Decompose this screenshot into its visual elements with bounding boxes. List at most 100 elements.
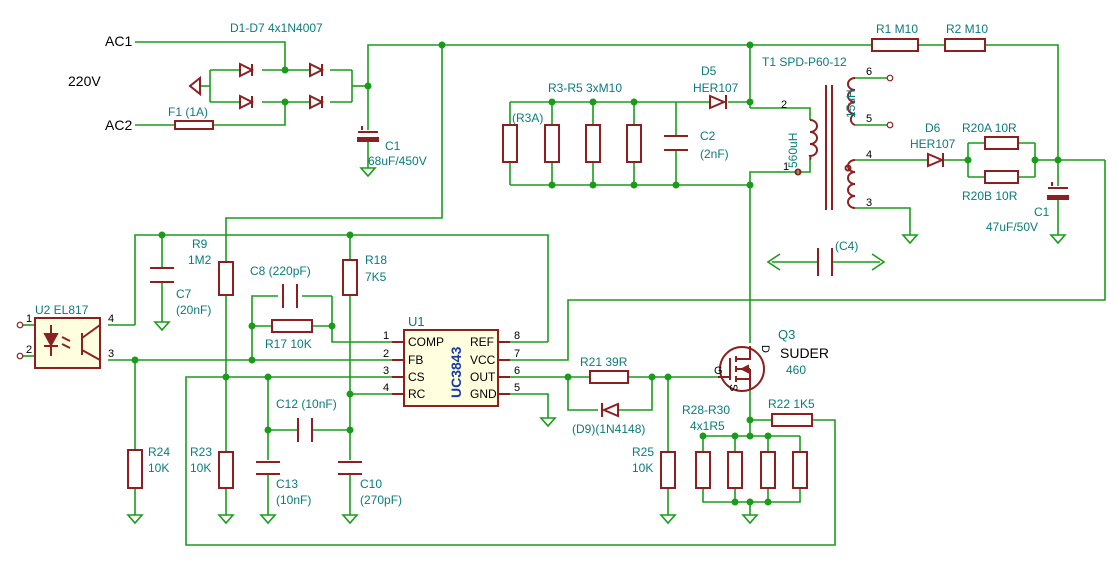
diode-d6: [927, 152, 945, 168]
label-r23-value: 10K: [190, 461, 211, 475]
label-c1-out-value: 47uF/50V: [986, 220, 1038, 234]
diode-d5: [709, 94, 727, 110]
ic-pin-number-1: 1: [383, 330, 389, 342]
ground-icon: [539, 417, 557, 428]
capacitor-c10: [338, 461, 362, 475]
label-r3a: (R3A): [512, 111, 543, 125]
label-r20a: R20A 10R: [962, 121, 1017, 135]
opto-pin2-terminal: [16, 352, 24, 360]
t1-pin-4: 4: [866, 149, 872, 161]
label-d6-value: HER107: [910, 137, 956, 151]
resistor-r31: [792, 451, 808, 489]
label-c7-value: (20nF): [176, 303, 211, 317]
label-r25-ref: R25: [632, 445, 654, 459]
resistor-r30: [760, 451, 776, 489]
arrow-left-icon: [766, 253, 781, 271]
label-c1-ref: C1: [385, 139, 401, 153]
label-r28-value: 4x1R5: [690, 419, 725, 433]
fuse-f1: [174, 120, 214, 130]
label-primary-inductance: 560uH: [786, 133, 800, 168]
ic-pin-number-7: 7: [514, 348, 520, 360]
resistor-r3a: [502, 124, 518, 163]
ic-pin-number-5: 5: [514, 382, 520, 394]
ic-pin-ref: REF: [470, 335, 494, 349]
t1-pin-6: 6: [866, 66, 872, 78]
junctions: [131, 41, 1062, 506]
ground-symbols: [126, 167, 1067, 525]
label-fuse: F1 (1A): [168, 105, 208, 119]
capacitor-c4: [766, 248, 886, 276]
resistor-r20a: [984, 136, 1019, 150]
ic-pin-number-6: 6: [514, 365, 520, 377]
label-d5-value: HER107: [693, 81, 739, 95]
ground-icon: [341, 514, 359, 525]
ground-icon: [741, 514, 759, 525]
ic-pin-comp: COMP: [408, 335, 444, 349]
label-c4: (C4): [835, 239, 858, 253]
capacitor-c12: [297, 418, 313, 442]
ic-pin-number-8: 8: [514, 330, 520, 342]
ic-uc3843: [392, 329, 510, 407]
capacitor-c7: [150, 267, 174, 283]
diode-d9: [601, 402, 619, 418]
ground-icon: [901, 234, 919, 245]
label-r24-ref: R24: [148, 445, 170, 459]
capacitor-c13: [256, 461, 280, 475]
opto-pin-4: 4: [108, 313, 114, 325]
ic-pin-rc: RC: [408, 387, 426, 401]
ground-icon: [217, 514, 235, 525]
label-r28-r30: R28-R30: [682, 403, 730, 417]
net-220v: 220V: [68, 73, 101, 89]
label-d9: (D9)(1N4148): [572, 422, 645, 436]
capacitor-c2: [664, 135, 688, 151]
arrow-right-icon: [871, 253, 886, 271]
label-c10-ref: C10: [360, 477, 382, 491]
ic-pin-number-3: 3: [383, 365, 389, 377]
resistor-r18: [342, 259, 358, 296]
label-r18-value: 7K5: [365, 270, 387, 284]
ic-part-number: UC3843: [448, 346, 464, 398]
ground-icon: [359, 167, 377, 178]
label-c10-value: (270pF): [360, 493, 402, 507]
ground-icon: [259, 514, 277, 525]
resistor-r23: [218, 451, 234, 489]
label-d6-ref: D6: [925, 121, 941, 135]
resistor-r2: [944, 38, 986, 52]
ground-icon: [153, 321, 171, 332]
ic-pin-out: OUT: [470, 370, 496, 384]
label-c2-ref: C2: [700, 129, 716, 143]
net-ac1: AC1: [105, 33, 132, 49]
resistor-r20b: [984, 170, 1019, 184]
label-d5-ref: D5: [701, 64, 717, 78]
t1-pin-2: 2: [781, 99, 787, 111]
label-r9-ref: R9: [192, 237, 208, 251]
label-c1-out-ref: C1: [1034, 205, 1050, 219]
label-secondary-inductance: 15uH: [844, 89, 858, 118]
t1-pin-3: 3: [866, 197, 872, 209]
label-r25-value: 10K: [632, 461, 653, 475]
opto-pin-3: 3: [108, 348, 114, 360]
resistor-r4: [585, 124, 601, 163]
t1-pin-5: 5: [866, 113, 872, 125]
t1-pin6-terminal: [886, 74, 894, 82]
resistor-r28: [695, 451, 711, 489]
mosfet-q3: [718, 346, 765, 392]
ic-pin-vcc: VCC: [470, 353, 496, 367]
resistor-r17: [271, 319, 313, 333]
net-ac2: AC2: [105, 117, 132, 133]
label-c12: C12 (10nF): [276, 397, 337, 411]
label-c7-ref: C7: [176, 287, 192, 301]
label-r23-ref: R23: [190, 445, 212, 459]
label-c13-value: (10nF): [276, 493, 311, 507]
label-c1-value: 68uF/450V: [368, 154, 427, 168]
label-r1: R1 M10: [876, 22, 918, 36]
resistor-r24: [127, 449, 143, 489]
opto-pin-1: 1: [26, 313, 32, 325]
resistor-r25: [660, 451, 676, 489]
opto-pin-2: 2: [26, 344, 32, 356]
capacitor-c1: [357, 126, 379, 142]
ic-pin-cs: CS: [408, 370, 425, 384]
resistor-r22: [771, 413, 813, 427]
label-q3-part: SUDER: [780, 345, 829, 361]
